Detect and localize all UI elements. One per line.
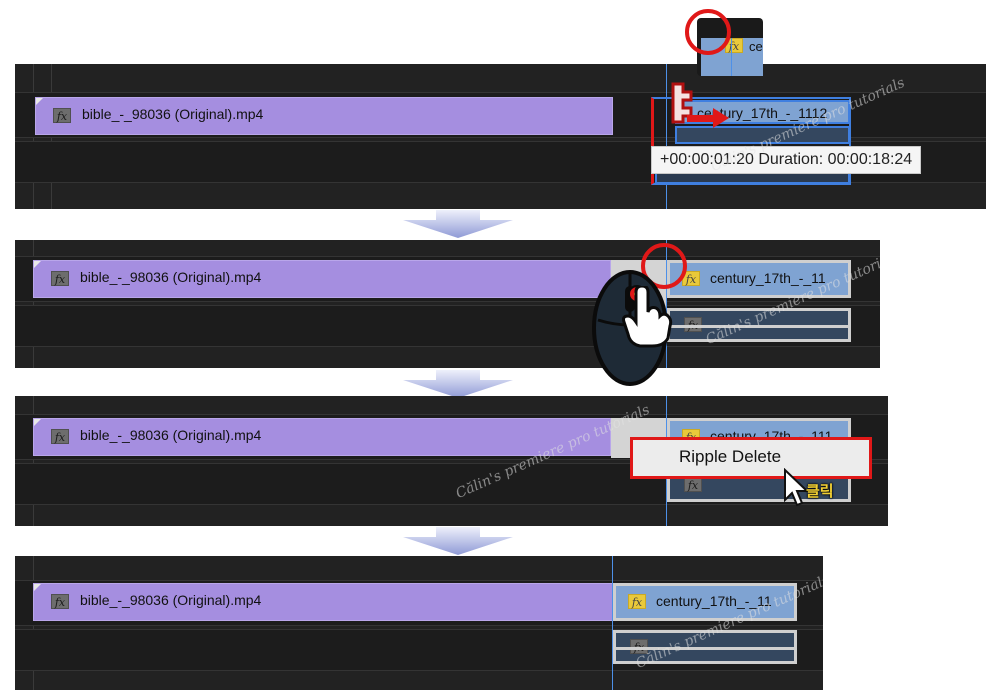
- timeline-panel-step2: fx bible_-_98036 (Original).mp4 fx centu…: [15, 240, 880, 368]
- audio-clip-century[interactable]: fx: [667, 308, 851, 342]
- video-clip-bible[interactable]: fx bible_-_98036 (Original).mp4: [33, 260, 611, 298]
- trim-tooltip: +00:00:01:20 Duration: 00:00:18:24: [651, 146, 922, 174]
- fx-badge-icon: fx: [628, 594, 646, 609]
- drag-preview-label: ce: [749, 39, 763, 54]
- clip-label: bible_-_98036 (Original).mp4: [80, 269, 262, 285]
- video-clip-bible[interactable]: fx bible_-_98036 (Original).mp4: [33, 418, 611, 456]
- down-arrow-icon: [403, 210, 513, 238]
- audio-clip-century[interactable]: fx: [613, 630, 797, 664]
- clip-label: bible_-_98036 (Original).mp4: [82, 106, 264, 122]
- hand-pointer-icon: [622, 286, 673, 348]
- timeline-panel-step1: fx bible_-_98036 (Original).mp4 century_…: [15, 64, 986, 209]
- track-gutter: [33, 240, 34, 368]
- audio-clip-century[interactable]: [675, 126, 850, 144]
- highlight-circle: [685, 9, 731, 55]
- context-menu: Ripple Delete: [630, 437, 872, 479]
- highlight-circle: [641, 243, 687, 289]
- clip-label: bible_-_98036 (Original).mp4: [80, 427, 262, 443]
- down-arrow-icon: [403, 370, 513, 398]
- playhead[interactable]: [612, 556, 613, 690]
- down-arrow-icon: [403, 527, 513, 555]
- clip-label: bible_-_98036 (Original).mp4: [80, 592, 262, 608]
- video-clip-century[interactable]: fx century_17th_-_11: [613, 583, 797, 621]
- audio-waveline: [616, 647, 794, 650]
- playhead[interactable]: [666, 64, 667, 209]
- fx-badge-icon: fx: [51, 594, 69, 609]
- video-clip-bible[interactable]: fx bible_-_98036 (Original).mp4: [35, 97, 613, 135]
- track-gutter: [33, 396, 34, 526]
- fx-badge-icon: fx: [51, 429, 69, 444]
- video-clip-century[interactable]: fx century_17th_-_11: [667, 260, 851, 298]
- fx-badge-icon: fx: [51, 271, 69, 286]
- arrow-cursor-icon: [784, 468, 809, 507]
- clip-label: century_17th_-_11: [656, 593, 772, 609]
- clip-label: century_17th_-_1112: [697, 105, 828, 121]
- playhead[interactable]: [666, 240, 667, 368]
- menu-item-ripple-delete[interactable]: Ripple Delete: [679, 447, 782, 466]
- trim-selection-outline: [651, 97, 851, 185]
- ripple-trim-cursor-icon: [671, 82, 729, 128]
- timeline-panel-step4: fx bible_-_98036 (Original).mp4 fx centu…: [15, 556, 823, 690]
- video-clip-bible[interactable]: fx bible_-_98036 (Original).mp4: [33, 583, 613, 621]
- drag-preview-playhead: [731, 38, 732, 76]
- clip-label: century_17th_-_11: [710, 270, 826, 286]
- audio-waveline: [670, 325, 848, 328]
- fx-badge-icon: fx: [684, 477, 702, 492]
- fx-badge-icon: fx: [53, 108, 71, 123]
- click-label: 클릭: [806, 483, 834, 500]
